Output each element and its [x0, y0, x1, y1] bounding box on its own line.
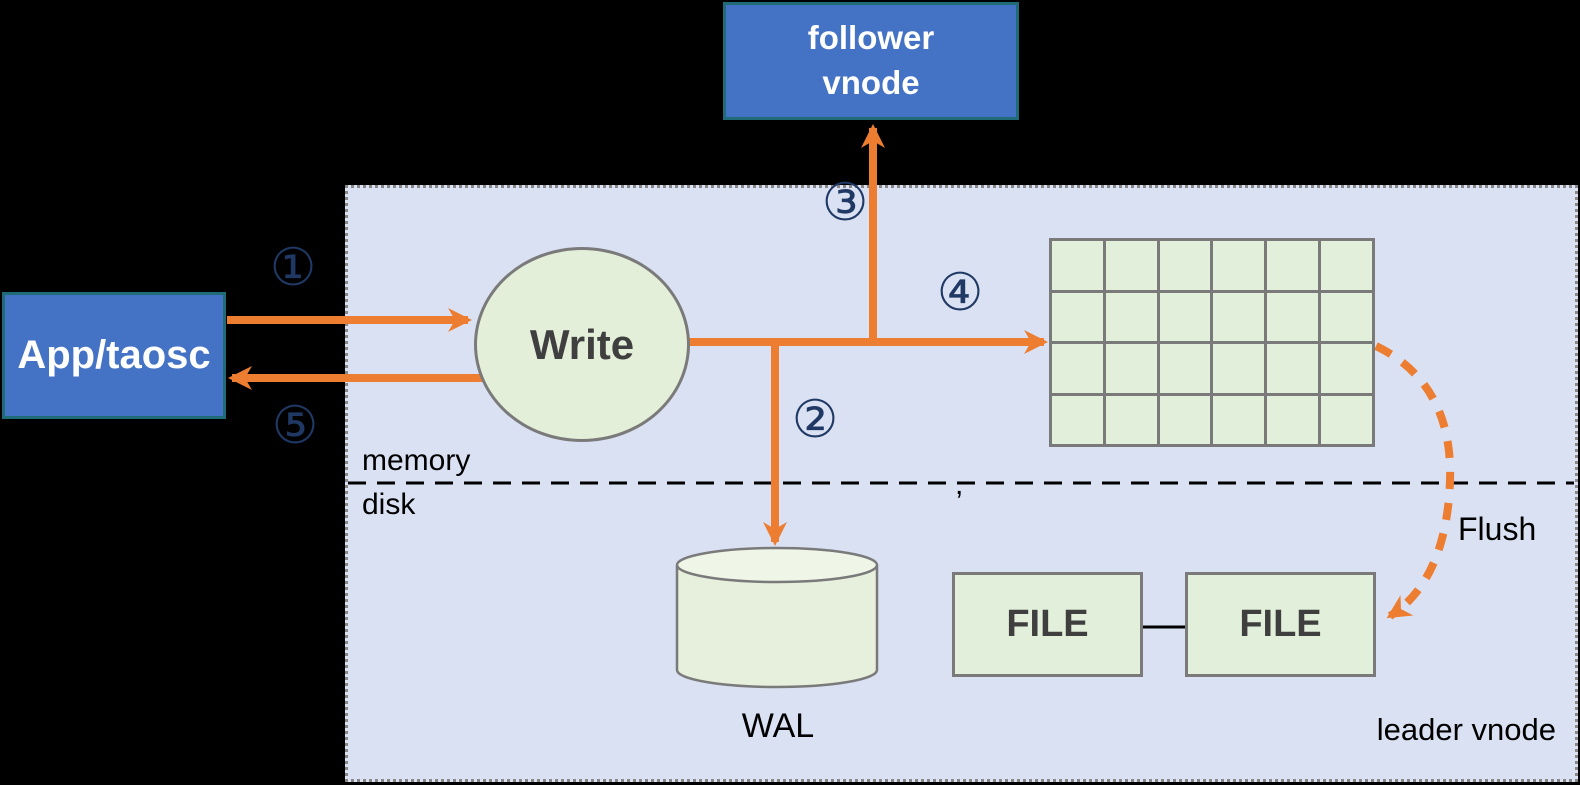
memtable-cell: [1052, 344, 1103, 393]
memory-zone-label: memory: [362, 444, 471, 477]
memtable-cell: [1159, 344, 1211, 393]
step-2-badge: ②: [791, 390, 839, 450]
memtable-cell: [1052, 395, 1103, 444]
memtable-cell: [1105, 395, 1157, 444]
memtable-cell: [1105, 241, 1157, 290]
memtable-grid: [1049, 238, 1375, 447]
memtable-cell: [1267, 241, 1319, 290]
follower-vnode-label: follower vnode: [807, 19, 935, 101]
memtable-cell: [1213, 395, 1265, 444]
memtable-cell: [1213, 344, 1265, 393]
step-4-badge: ④: [936, 263, 984, 323]
memtable-cell: [1213, 241, 1265, 290]
app-taosc-box: App/taosc: [2, 292, 226, 419]
memtable-cell: [1159, 241, 1211, 290]
memtable-cell: [1159, 292, 1211, 341]
disk-zone-label: disk: [362, 488, 416, 521]
memtable-cell: [1321, 292, 1372, 341]
memtable-cell: [1321, 344, 1372, 393]
file-box-left: FILE: [952, 572, 1143, 677]
memtable-cell: [1213, 292, 1265, 341]
write-circle: Write: [474, 247, 690, 442]
memtable-cell: [1267, 344, 1319, 393]
leader-vnode-label: leader vnode: [1376, 712, 1556, 747]
wal-label: WAL: [741, 707, 815, 745]
memtable-cell: [1267, 395, 1319, 444]
follower-vnode-box: follower vnode: [723, 2, 1019, 120]
divider-comma-mark: ,: [955, 468, 964, 501]
memtable-cell: [1052, 292, 1103, 341]
file-right-label: FILE: [1239, 603, 1322, 645]
memtable-cell: [1321, 395, 1372, 444]
step-3-badge: ③: [821, 173, 869, 233]
memtable-cell: [1159, 395, 1211, 444]
memtable-cell: [1105, 292, 1157, 341]
memtable-cell: [1052, 241, 1103, 290]
flush-label: Flush: [1458, 511, 1537, 547]
step-1-badge: ①: [269, 238, 317, 298]
write-label: Write: [529, 320, 635, 368]
memtable-cell: [1267, 292, 1319, 341]
app-taosc-label: App/taosc: [17, 333, 211, 377]
file-box-right: FILE: [1185, 572, 1376, 677]
memtable-cell: [1105, 344, 1157, 393]
step-5-badge: ⑤: [271, 396, 319, 456]
file-left-label: FILE: [1006, 603, 1089, 645]
memtable-cell: [1321, 241, 1372, 290]
